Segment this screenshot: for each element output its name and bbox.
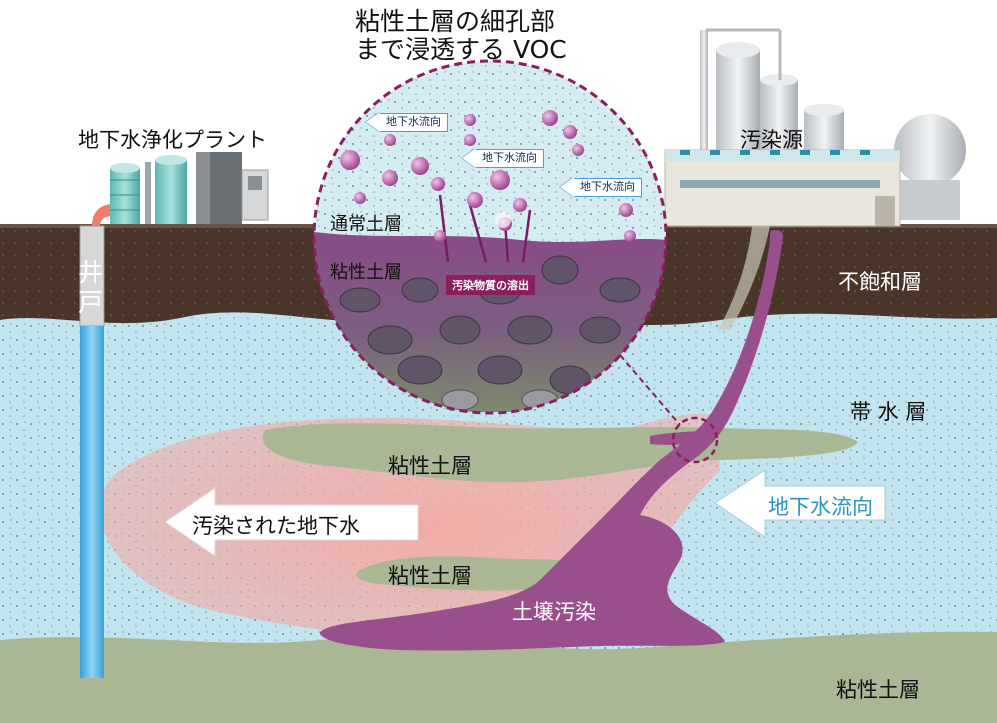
contaminated-groundwater-label: 汚染された地下水 bbox=[192, 514, 360, 538]
title-line-1: 粘性土層の細孔部 bbox=[355, 7, 556, 36]
clay-layer-bottom bbox=[0, 631, 997, 723]
arrow-left-icon bbox=[462, 148, 476, 168]
arrow-left-icon bbox=[560, 177, 574, 197]
zoom-flow-arrow-1: 地下水流向 bbox=[366, 112, 448, 132]
clay-lens-middle-label: 粘性土層 bbox=[388, 564, 472, 588]
clay-lens-upper-label: 粘性土層 bbox=[388, 454, 472, 478]
zoom-source-marker bbox=[671, 416, 719, 464]
contaminated-flow-arrow bbox=[164, 487, 419, 557]
contamination-source-label: 汚染源 bbox=[740, 128, 803, 152]
zoom-flow-arrow-3: 地下水流向 bbox=[560, 177, 642, 197]
groundwater-flow-arrow bbox=[714, 469, 886, 538]
zoom-flow-arrow-2: 地下水流向 bbox=[462, 148, 544, 168]
title-line-2: まで浸透する VOC bbox=[355, 35, 567, 64]
zoom-clay-soil-label: 粘性土層 bbox=[330, 262, 402, 283]
soil-contamination-label: 土壌汚染 bbox=[512, 600, 596, 624]
unsaturated-zone-label: 不飽和層 bbox=[838, 270, 922, 294]
zoom-normal-soil-label: 通常土層 bbox=[330, 214, 402, 235]
purification-plant bbox=[110, 152, 269, 224]
plant-label: 地下水浄化プラント bbox=[78, 128, 267, 152]
zoom-circle-border bbox=[312, 59, 668, 415]
aquifer-label: 帯 水 層 bbox=[850, 400, 927, 424]
arrow-left-icon bbox=[366, 112, 380, 132]
soil-contamination bbox=[319, 230, 784, 651]
dissolution-tag: 汚染物質の溶出 bbox=[446, 275, 535, 295]
clay-layer-bottom-label: 粘性土層 bbox=[836, 678, 920, 702]
well-pipe bbox=[80, 326, 104, 678]
well-label: 井 戸 bbox=[78, 258, 104, 317]
factory bbox=[664, 28, 966, 227]
groundwater-flow-label: 地下水流向 bbox=[768, 495, 873, 519]
